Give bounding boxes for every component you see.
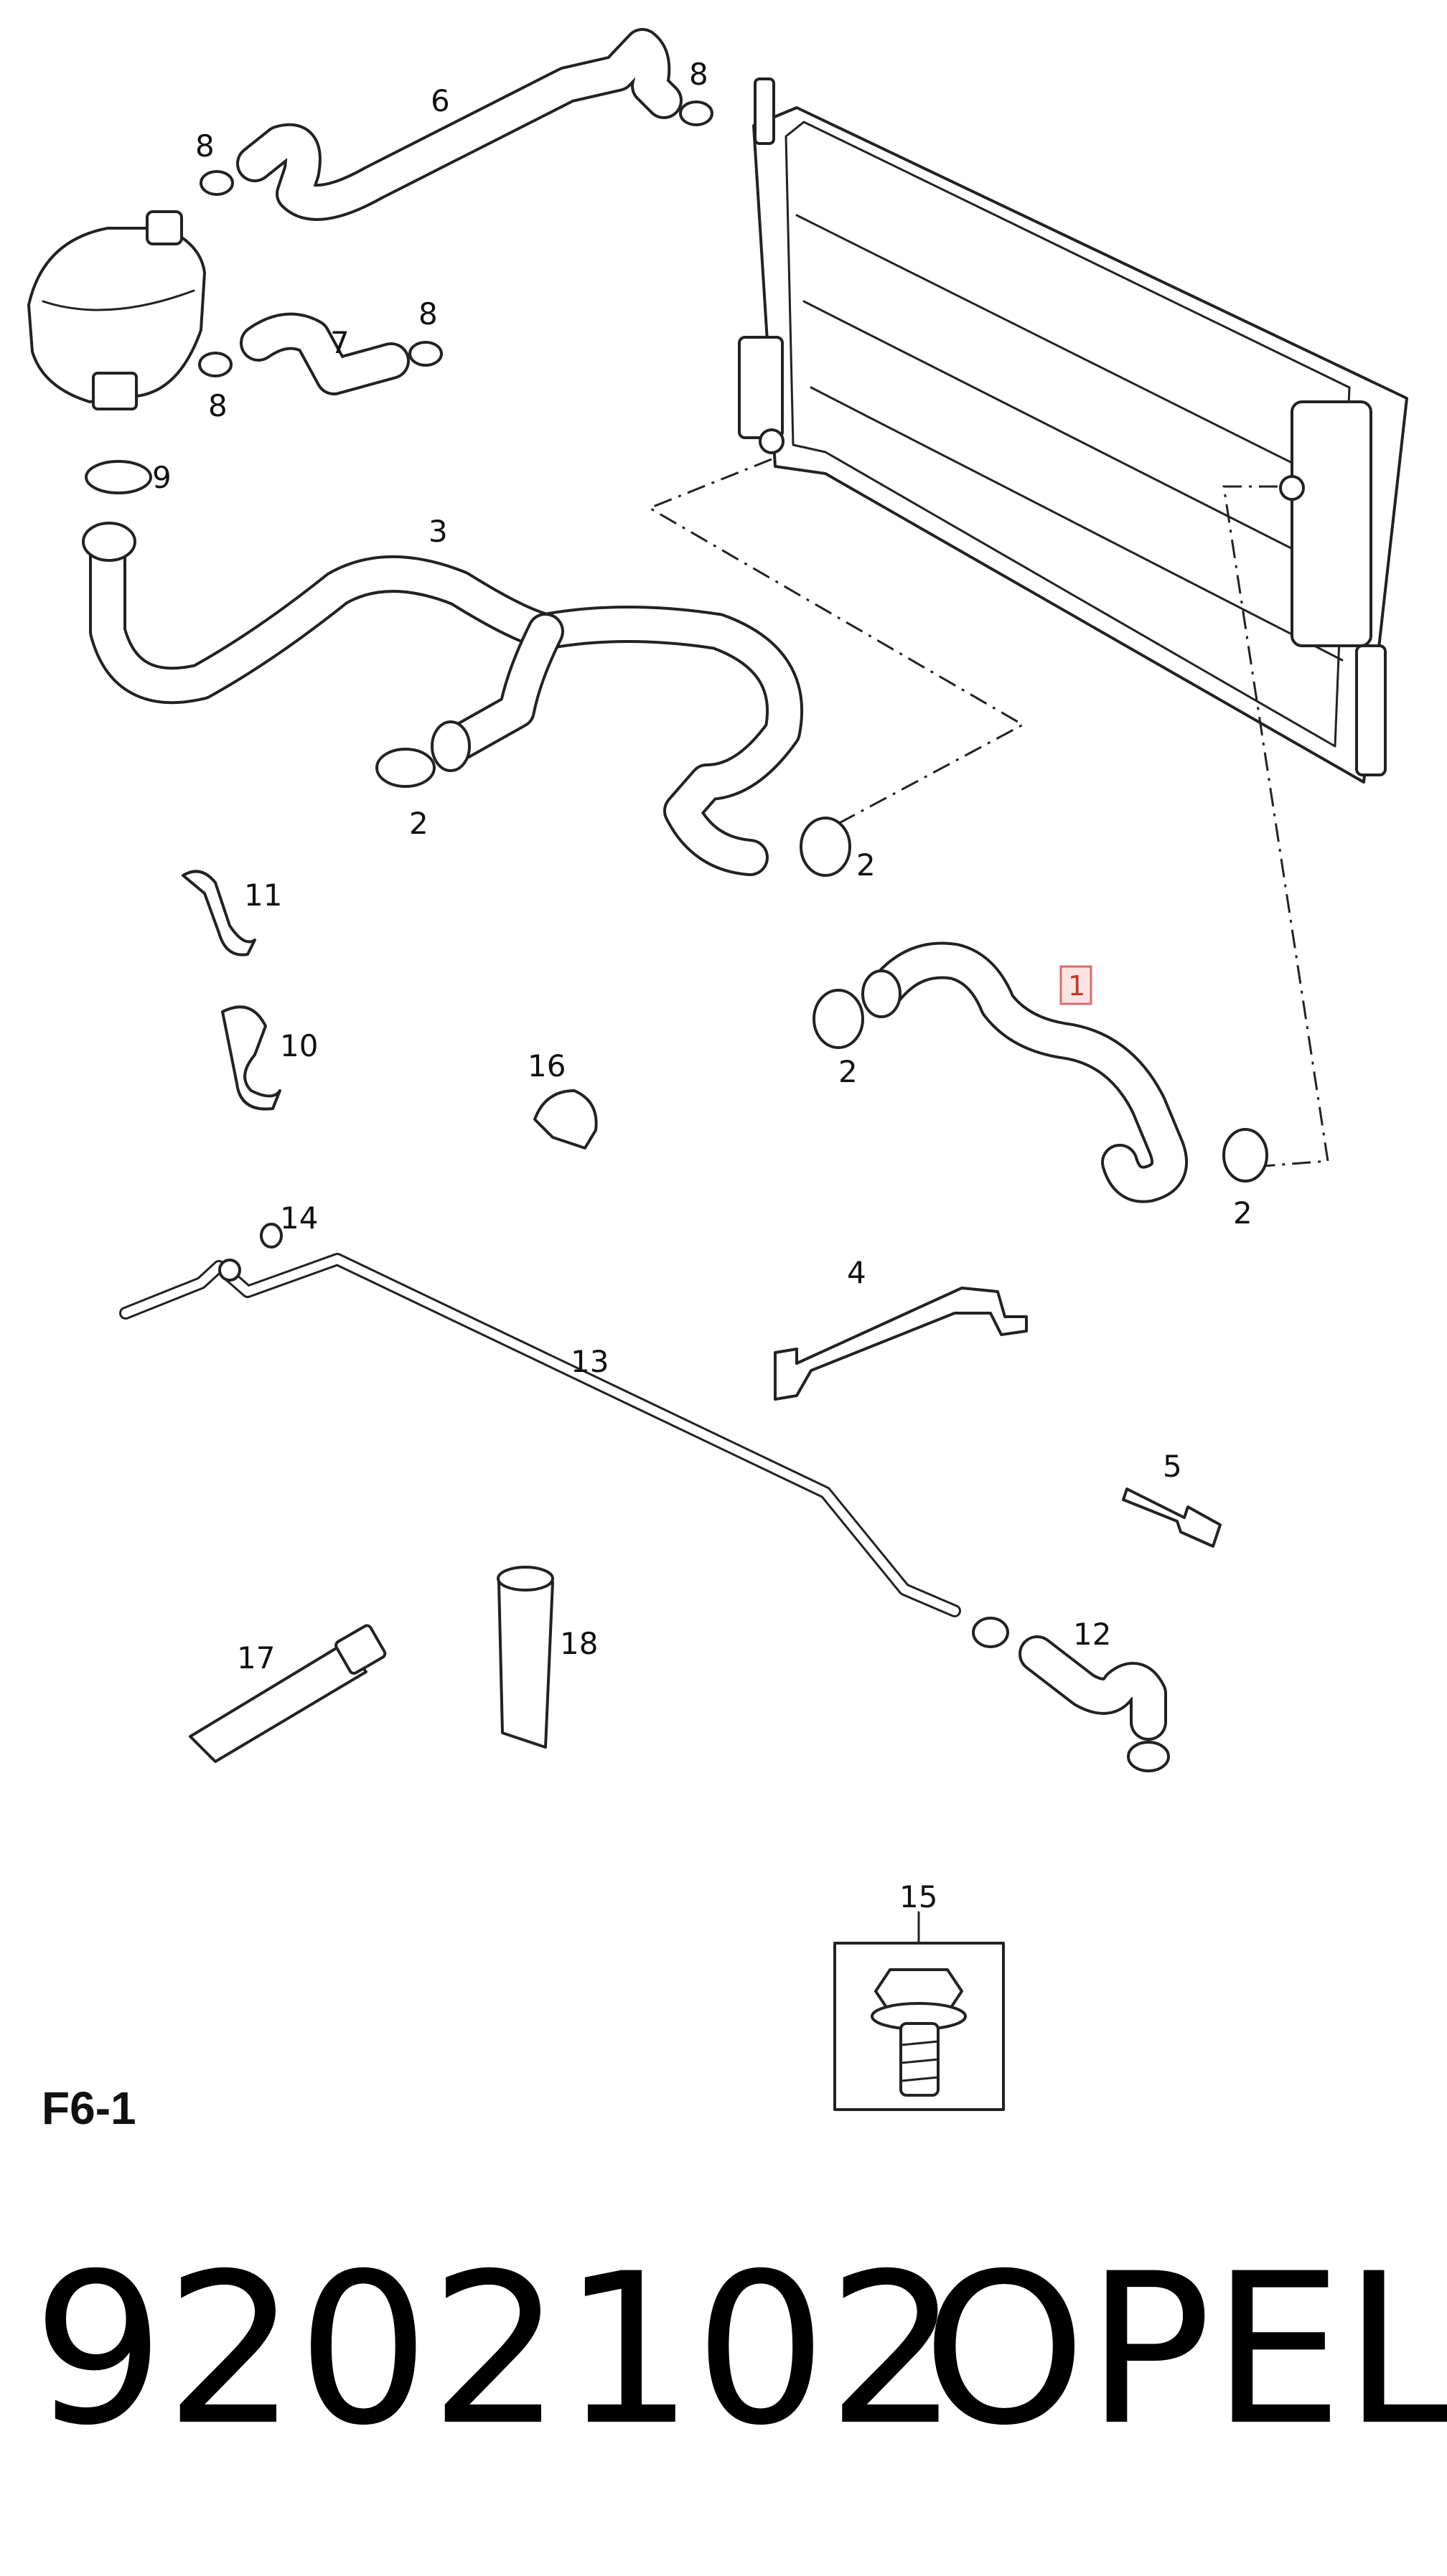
callout-17: 17 [237,1640,275,1675]
callout-12: 12 [1073,1617,1111,1652]
clamp-2-c [813,989,864,1049]
callout-2: 2 [409,806,429,841]
sealant-tube-17 [189,1624,387,1763]
leader-line-lower [1222,485,1329,1167]
callout-1-highlighted: 1 [1059,965,1092,1005]
clamp-8-b [679,100,713,126]
hose-12 [1018,1635,1167,1741]
clip-10 [221,1005,281,1111]
callout-3: 3 [429,514,448,549]
tube-18 [497,1566,554,1749]
part-number: 9202102 [32,2229,960,2471]
callout-13: 13 [571,1344,609,1379]
hose-7 [240,312,410,395]
callout-8: 8 [418,296,438,332]
hose-1 [861,941,1188,1203]
clamp-small [972,1617,1009,1648]
clamp-2-d [1222,1128,1268,1183]
pipe-13 [119,1253,961,1617]
clamp-8-d [198,352,233,377]
callout-9: 9 [152,460,172,495]
bolt-5 [1122,1487,1222,1548]
callout-8: 8 [208,388,228,423]
bracket-4 [774,1287,1028,1401]
fastener-15-box [833,1911,1005,2111]
callout-1: 1 [1068,970,1085,1002]
callout-10: 10 [280,1028,318,1063]
callout-6: 6 [431,83,450,118]
figure-label: F6-1 [42,2082,136,2134]
callout-7: 7 [330,325,350,360]
callout-15: 15 [899,1879,937,1914]
clamp-lower [1127,1741,1170,1772]
callout-5: 5 [1163,1449,1182,1484]
clamp-2-a [375,748,436,788]
clip-16 [533,1089,598,1150]
clamp-8-a [200,170,234,196]
clip-11 [182,870,256,956]
callout-16: 16 [528,1048,566,1083]
callout-2: 2 [838,1054,858,1089]
nut-14 [260,1223,283,1249]
callout-8: 8 [195,128,215,164]
callout-8: 8 [689,57,708,92]
clamp-8-c [408,341,443,367]
radiator [738,77,1408,784]
callout-4: 4 [847,1255,866,1290]
callout-2: 2 [1233,1195,1252,1231]
hose-6 [236,28,683,221]
callout-14: 14 [280,1200,318,1236]
hose-3 [82,522,804,876]
callout-2: 2 [856,847,876,883]
clamp-2-b [800,817,851,877]
expansion-tank [27,210,206,410]
clamp-9 [85,460,152,494]
callout-18: 18 [560,1626,598,1661]
callout-11: 11 [244,878,282,913]
brand-name: OPEL [922,2229,1447,2471]
